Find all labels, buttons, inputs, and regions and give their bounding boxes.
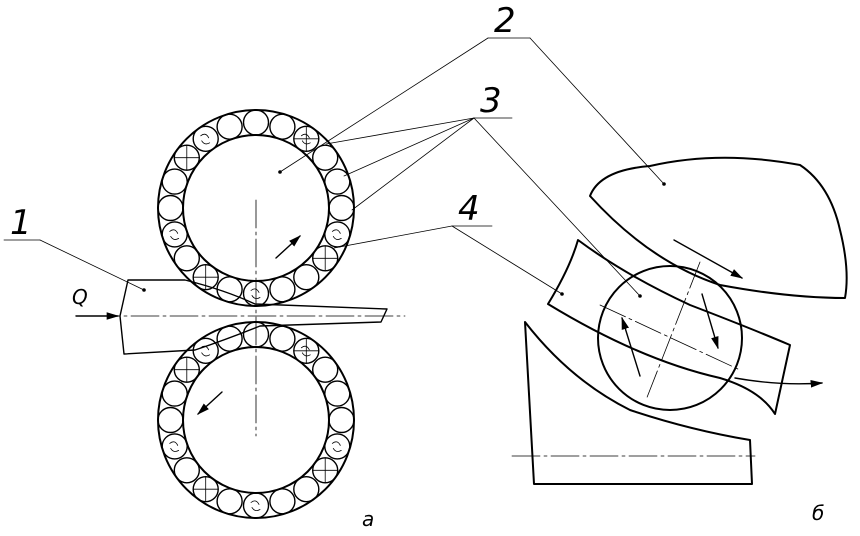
bearing-ball xyxy=(242,280,270,307)
bearing-ball xyxy=(216,113,243,140)
ball-axis-2 xyxy=(645,261,701,401)
rolling-ball xyxy=(597,265,743,411)
bearing-ball xyxy=(328,406,355,434)
ball-rotation-mark xyxy=(250,288,261,300)
ball-rotation-mark xyxy=(169,229,180,240)
ball-rotation-mark xyxy=(200,133,211,145)
label-4: 4 xyxy=(458,189,480,229)
view-a: Q а xyxy=(72,109,406,531)
bearing-ball xyxy=(324,433,351,460)
ball-rotation-mark xyxy=(200,345,211,357)
bearing-ball xyxy=(324,380,351,407)
upper-roll-arrow xyxy=(275,235,301,259)
bearing-ball xyxy=(293,476,320,503)
workpiece-4 xyxy=(547,239,791,415)
bearing-ball xyxy=(242,492,270,519)
bearing-ball xyxy=(269,113,296,140)
force-label: Q xyxy=(72,285,88,309)
feed-arrow xyxy=(734,377,824,388)
bearing-ball xyxy=(216,488,243,515)
bearing-ball xyxy=(173,245,201,272)
ball-axis xyxy=(599,304,741,371)
bearing-ball xyxy=(324,168,351,195)
bearing-ball xyxy=(192,337,219,364)
view-a-label: а xyxy=(362,507,374,531)
workpiece-1 xyxy=(119,279,388,355)
lower-roll-balls xyxy=(157,321,355,519)
bearing-ball xyxy=(161,380,188,407)
ball-rotation-mark xyxy=(331,441,342,452)
bearing-ball xyxy=(216,325,243,352)
bearing-ball xyxy=(157,406,184,434)
bearing-ball xyxy=(242,109,270,136)
bearing-ball xyxy=(312,144,339,171)
ball-rotation-mark xyxy=(250,500,261,512)
view-b-label: б xyxy=(812,501,824,525)
bearing-ball xyxy=(192,125,219,153)
bearing-ball xyxy=(161,221,188,248)
ball-arrow-right xyxy=(701,293,719,350)
bearing-ball xyxy=(324,221,351,248)
lower-roll-arrow xyxy=(197,391,223,415)
bearing-ball xyxy=(157,194,184,222)
bearing-ball xyxy=(216,276,243,303)
label-2: 2 xyxy=(494,1,516,41)
bearing-ball xyxy=(269,488,296,515)
ball-arrow-left xyxy=(621,316,641,377)
bearing-ball xyxy=(312,356,339,383)
tool-arrow xyxy=(673,239,744,279)
lower-roll xyxy=(157,321,355,519)
bearing-ball xyxy=(269,276,296,303)
lower-support xyxy=(524,321,753,485)
bearing-ball xyxy=(161,168,188,195)
ball-rotation-mark xyxy=(300,345,311,357)
bearing-ball xyxy=(269,325,296,352)
ball-rotation-mark xyxy=(169,441,180,452)
label-3: 3 xyxy=(480,81,502,121)
label-1: 1 xyxy=(10,203,32,243)
view-b: б xyxy=(511,156,848,525)
bearing-ball xyxy=(161,433,188,460)
ball-rotation-mark xyxy=(300,133,311,145)
ball-rotation-mark xyxy=(331,229,342,240)
leaders: 1 2 3 4 xyxy=(3,1,666,298)
bearing-ball xyxy=(328,194,355,222)
bearing-ball xyxy=(293,264,320,291)
bearing-ball xyxy=(173,457,201,484)
bearing-ball xyxy=(242,321,270,348)
upper-tool-2 xyxy=(589,156,848,299)
